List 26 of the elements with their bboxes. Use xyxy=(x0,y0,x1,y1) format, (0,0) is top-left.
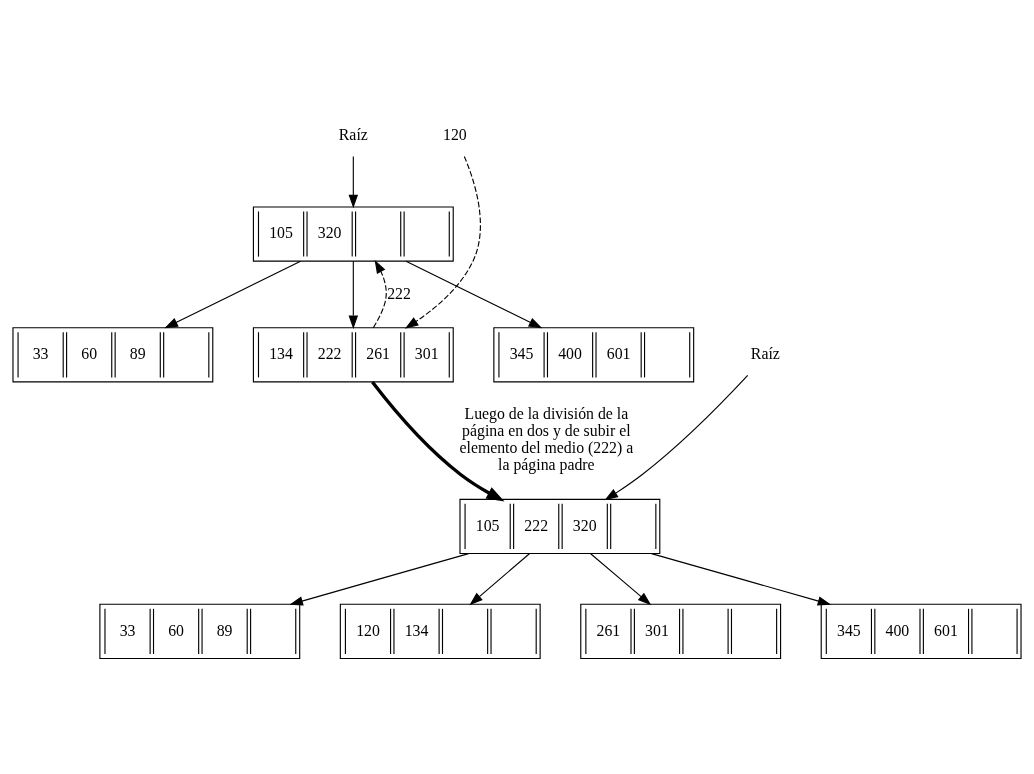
node-box: 33 60 89 xyxy=(99,603,301,660)
arrow xyxy=(348,260,359,330)
node-box: 105 320 xyxy=(252,206,454,262)
arrow xyxy=(289,553,470,606)
arrow xyxy=(469,553,530,606)
arrow xyxy=(348,155,359,209)
node-box: 345 400 601 xyxy=(493,327,695,383)
arrow xyxy=(372,259,387,329)
arrow xyxy=(650,553,832,606)
node-box: 120 134 xyxy=(339,603,541,660)
node-box: 134 222 261 301 xyxy=(252,327,454,383)
arrow xyxy=(405,260,543,329)
edge-label: 222 xyxy=(387,284,411,302)
node-text: Raíz xyxy=(750,345,780,362)
arrow xyxy=(604,374,749,501)
arrow xyxy=(164,260,302,329)
arrow xyxy=(371,381,505,502)
arrow xyxy=(590,553,652,606)
node-box: 33 60 89 xyxy=(12,327,214,383)
node-box: 345 400 601 xyxy=(820,603,1022,660)
node-text: Raíz xyxy=(338,126,368,144)
node-box: 105 222 320 xyxy=(459,498,661,555)
edge-label: Luego de la división de la página en dos y de subir el elemento del medio (222) a la página padre xyxy=(459,405,634,474)
node-text: 120 xyxy=(443,126,467,144)
arrow xyxy=(404,155,481,329)
node-box: 261 301 xyxy=(580,603,782,660)
